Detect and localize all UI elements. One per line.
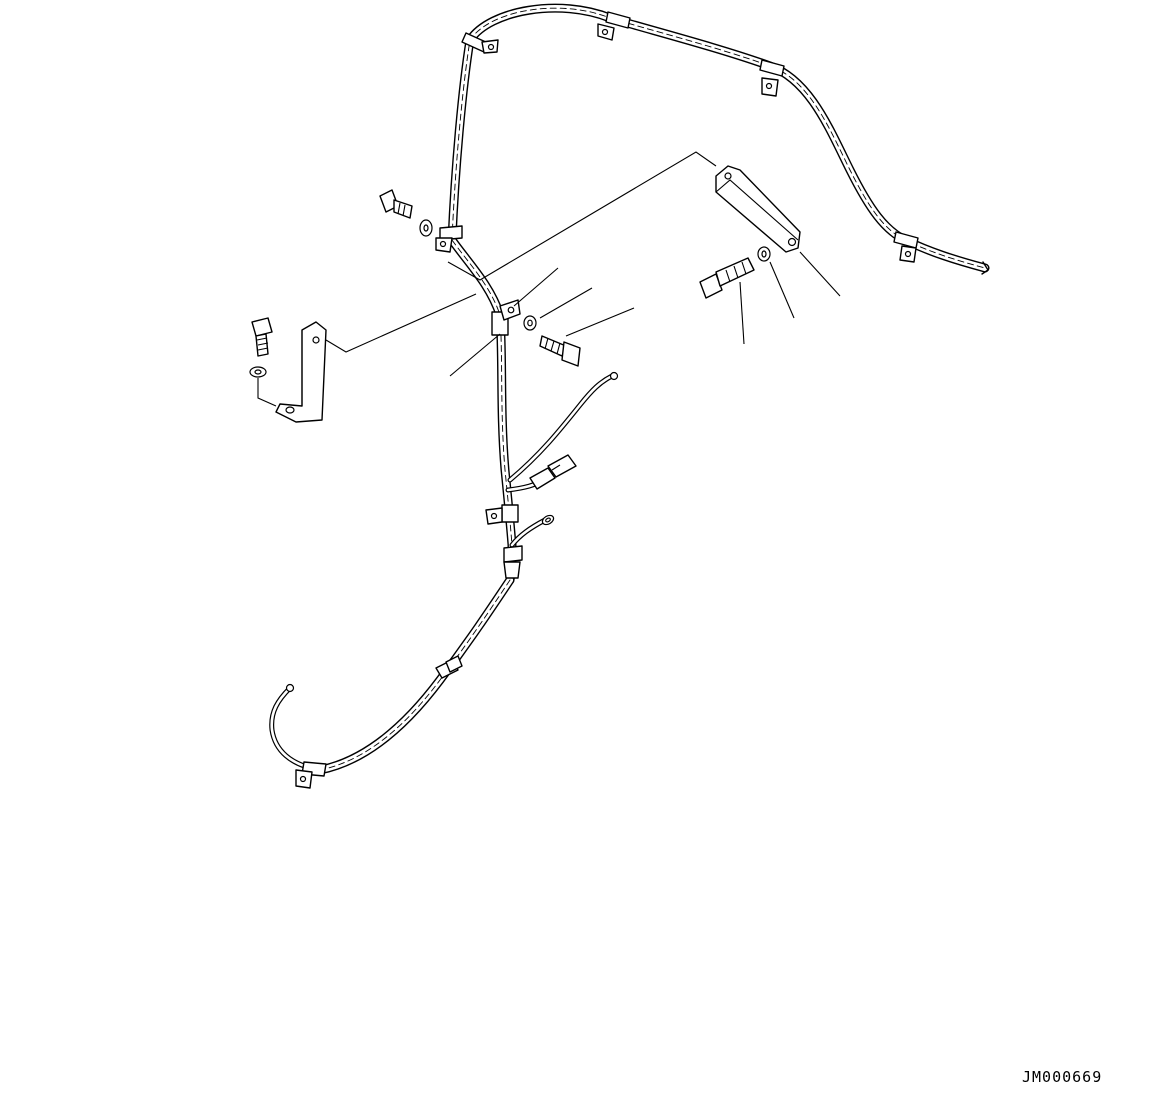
upper-bolt [379,189,413,219]
clamp-upper-center [435,225,463,253]
clamp-top-left [461,32,499,54]
clamp-top-right [759,59,785,97]
clamp-bottom-left [295,761,327,789]
clamp-right [893,231,919,263]
right-washer [757,246,771,262]
lower-harness [269,575,515,775]
terminal-top [609,371,619,381]
connector [529,454,577,490]
right-bracket [715,165,801,253]
right-bolt [699,257,755,299]
main-harness [447,235,517,585]
left-bracket [275,321,327,423]
terminal-left [285,683,295,693]
harness-end-right [981,261,989,275]
clamp-junction [503,545,523,579]
center-washer [523,315,537,331]
left-bolt [251,317,273,357]
clamp-lower [485,504,519,525]
clamp-lower-left [435,655,463,679]
upper-washer [419,219,433,237]
drawing-code: JM000669 [1022,1068,1103,1086]
left-washer [249,366,267,378]
branch-wires [505,373,615,548]
clamp-top-middle [597,11,631,41]
ring-terminal-right [541,514,555,526]
leader-lines [257,151,841,407]
center-bolt [539,335,581,367]
upper-harness [447,3,990,273]
